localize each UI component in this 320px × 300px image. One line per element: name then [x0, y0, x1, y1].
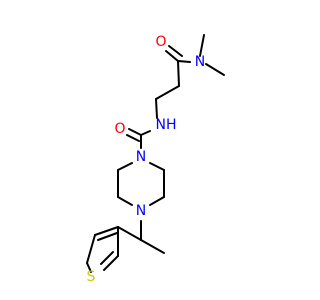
bond-urea-o-a [128, 128, 142, 136]
bond-ring-1 [117, 162, 133, 171]
atom-s-thiophene: S [87, 269, 96, 285]
bond-ch-methyl [140, 239, 165, 254]
bonds [86, 34, 225, 273]
bond-thiophene-1 [94, 226, 119, 236]
bond-n-methyl-top [199, 34, 205, 57]
bond-ring-5 [117, 196, 133, 206]
bond-thiophene-1b [97, 232, 118, 241]
bond-ch2-nh [155, 98, 158, 119]
bond-carbonyl-ch2 [177, 60, 180, 87]
molecule-structure: O N NH O N N S [86, 34, 225, 285]
bond-nh-urea-c [140, 130, 151, 136]
bond-urea-o-b [126, 134, 140, 142]
bond-carbonyl-o-b [168, 45, 183, 57]
bond-ch2-ch2 [155, 85, 180, 100]
bond-n-carbonyl [177, 60, 191, 63]
bond-thiophene-5 [86, 262, 92, 273]
bond-ring-2 [149, 162, 165, 171]
atom-o-amide: O [155, 34, 166, 50]
atom-n-piperazine-top: N [136, 149, 146, 165]
bond-carbonyl-o-a [165, 50, 179, 62]
bond-ring-6 [149, 196, 165, 206]
atom-o-urea: O [114, 121, 125, 137]
bond-thiophene-4b [100, 251, 114, 265]
atom-n-dimethyl: N [195, 54, 205, 70]
atom-nh: NH [156, 117, 177, 133]
bond-thiophene-4 [103, 255, 119, 271]
atom-labels: O N NH O N N S [87, 34, 206, 285]
bond-ch-thiophene [117, 226, 142, 241]
bond-thiophene-3 [86, 234, 96, 264]
atom-n-piperazine-bottom: N [136, 203, 146, 219]
bond-n-methyl-right [205, 63, 225, 76]
